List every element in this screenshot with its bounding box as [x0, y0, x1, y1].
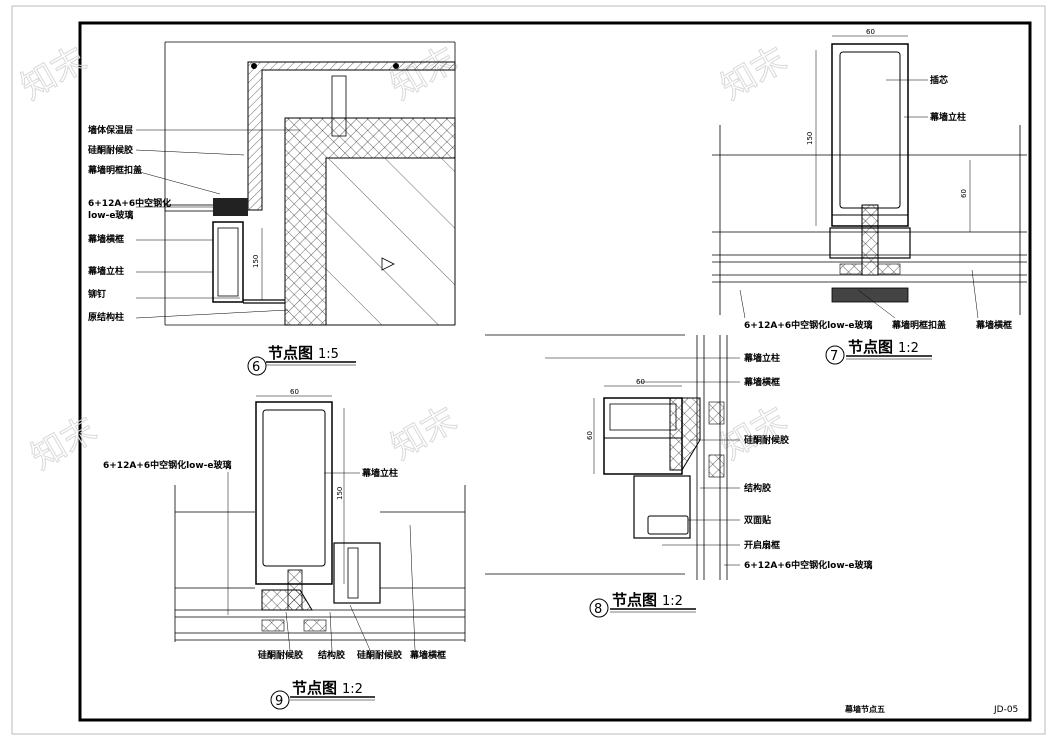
detail-scale: 1:2 — [342, 682, 363, 697]
label: 幕墙立柱 — [361, 467, 398, 479]
label: 幕墙立柱 — [87, 265, 124, 277]
label: 铆钉 — [88, 288, 106, 300]
label: 硅酮耐候胶 — [258, 649, 303, 661]
dim-text: 150 — [252, 255, 260, 268]
label: 幕墙明框扣盖 — [87, 164, 142, 176]
label: 6+12A+6中空钢化low-e玻璃 — [744, 559, 873, 571]
label: 6+12A+6中空钢化 — [88, 197, 171, 209]
label: 结构胶 — [318, 649, 345, 661]
dim-text: 150 — [806, 132, 814, 145]
label: 幕墙横框 — [409, 649, 446, 661]
detail-number-circle — [825, 345, 845, 365]
detail-scale: 1:2 — [898, 341, 919, 356]
drawing-border — [78, 21, 1032, 722]
detail-title: 节点图 — [612, 591, 657, 609]
detail-title: 节点图 — [292, 679, 337, 697]
dim-text: 60 — [586, 431, 594, 440]
dim-text: 150 — [336, 487, 344, 500]
dim-text: 60 — [960, 189, 968, 198]
label: 6+12A+6中空钢化low-e玻璃 — [103, 459, 232, 471]
label: low-e玻璃 — [88, 209, 133, 221]
label: 幕墙横框 — [743, 376, 780, 388]
label: 幕墙横框 — [87, 233, 124, 245]
detail-number: 8 — [594, 602, 602, 617]
label: 硅酮耐候胶 — [357, 649, 402, 661]
label: 幕墙横框 — [975, 319, 1012, 331]
detail-title: 节点图 — [848, 338, 893, 356]
detail-scale: 1:5 — [318, 347, 339, 362]
label: 幕墙明框扣盖 — [891, 319, 946, 331]
detail-number: 7 — [830, 349, 838, 364]
dim-text: 60 — [290, 388, 299, 396]
label: 硅酮耐候胶 — [88, 144, 133, 156]
sheet-name: 幕墙节点五 — [844, 704, 885, 714]
detail-number: 9 — [275, 694, 283, 709]
label: 幕墙立柱 — [743, 352, 780, 364]
detail-title: 节点图 — [268, 344, 313, 362]
outer-margin-frame — [11, 5, 1046, 735]
detail-number-circle — [270, 690, 290, 710]
detail-scale: 1:2 — [662, 594, 683, 609]
label: 硅酮耐候胶 — [744, 434, 789, 446]
detail-6: 150 墙体保温层 硅酮耐候胶 幕墙明框扣盖 6+12A+6中空钢化 low-e… — [87, 41, 456, 376]
detail-number-circle — [589, 598, 609, 618]
label: 幕墙立柱 — [929, 111, 966, 123]
label: 结构胶 — [744, 482, 771, 494]
label: 6+12A+6中空钢化low-e玻璃 — [744, 319, 873, 331]
label: 开启扇框 — [744, 539, 780, 551]
label: 墙体保温层 — [88, 124, 133, 136]
detail-7: 60 150 60 插芯 幕墙立柱 6+12A+6中空钢化low-e玻璃 幕墙明… — [712, 28, 1027, 365]
label: 插芯 — [930, 74, 948, 86]
label: 双面贴 — [744, 514, 771, 526]
detail-9: 60 150 6+12A+6中空钢化low-e玻璃 幕墙立柱 硅酮耐候胶 结构胶… — [103, 388, 466, 710]
sheet-number: JD-05 — [993, 705, 1018, 715]
detail-number-circle — [247, 356, 267, 376]
dim-text: 60 — [866, 28, 875, 36]
label: 原结构柱 — [88, 311, 124, 323]
detail-8: 60 60 幕墙立柱 幕墙横框 硅酮耐候胶 结构胶 双面贴 开启扇框 6+12A… — [485, 334, 873, 618]
detail-number: 6 — [252, 360, 260, 375]
